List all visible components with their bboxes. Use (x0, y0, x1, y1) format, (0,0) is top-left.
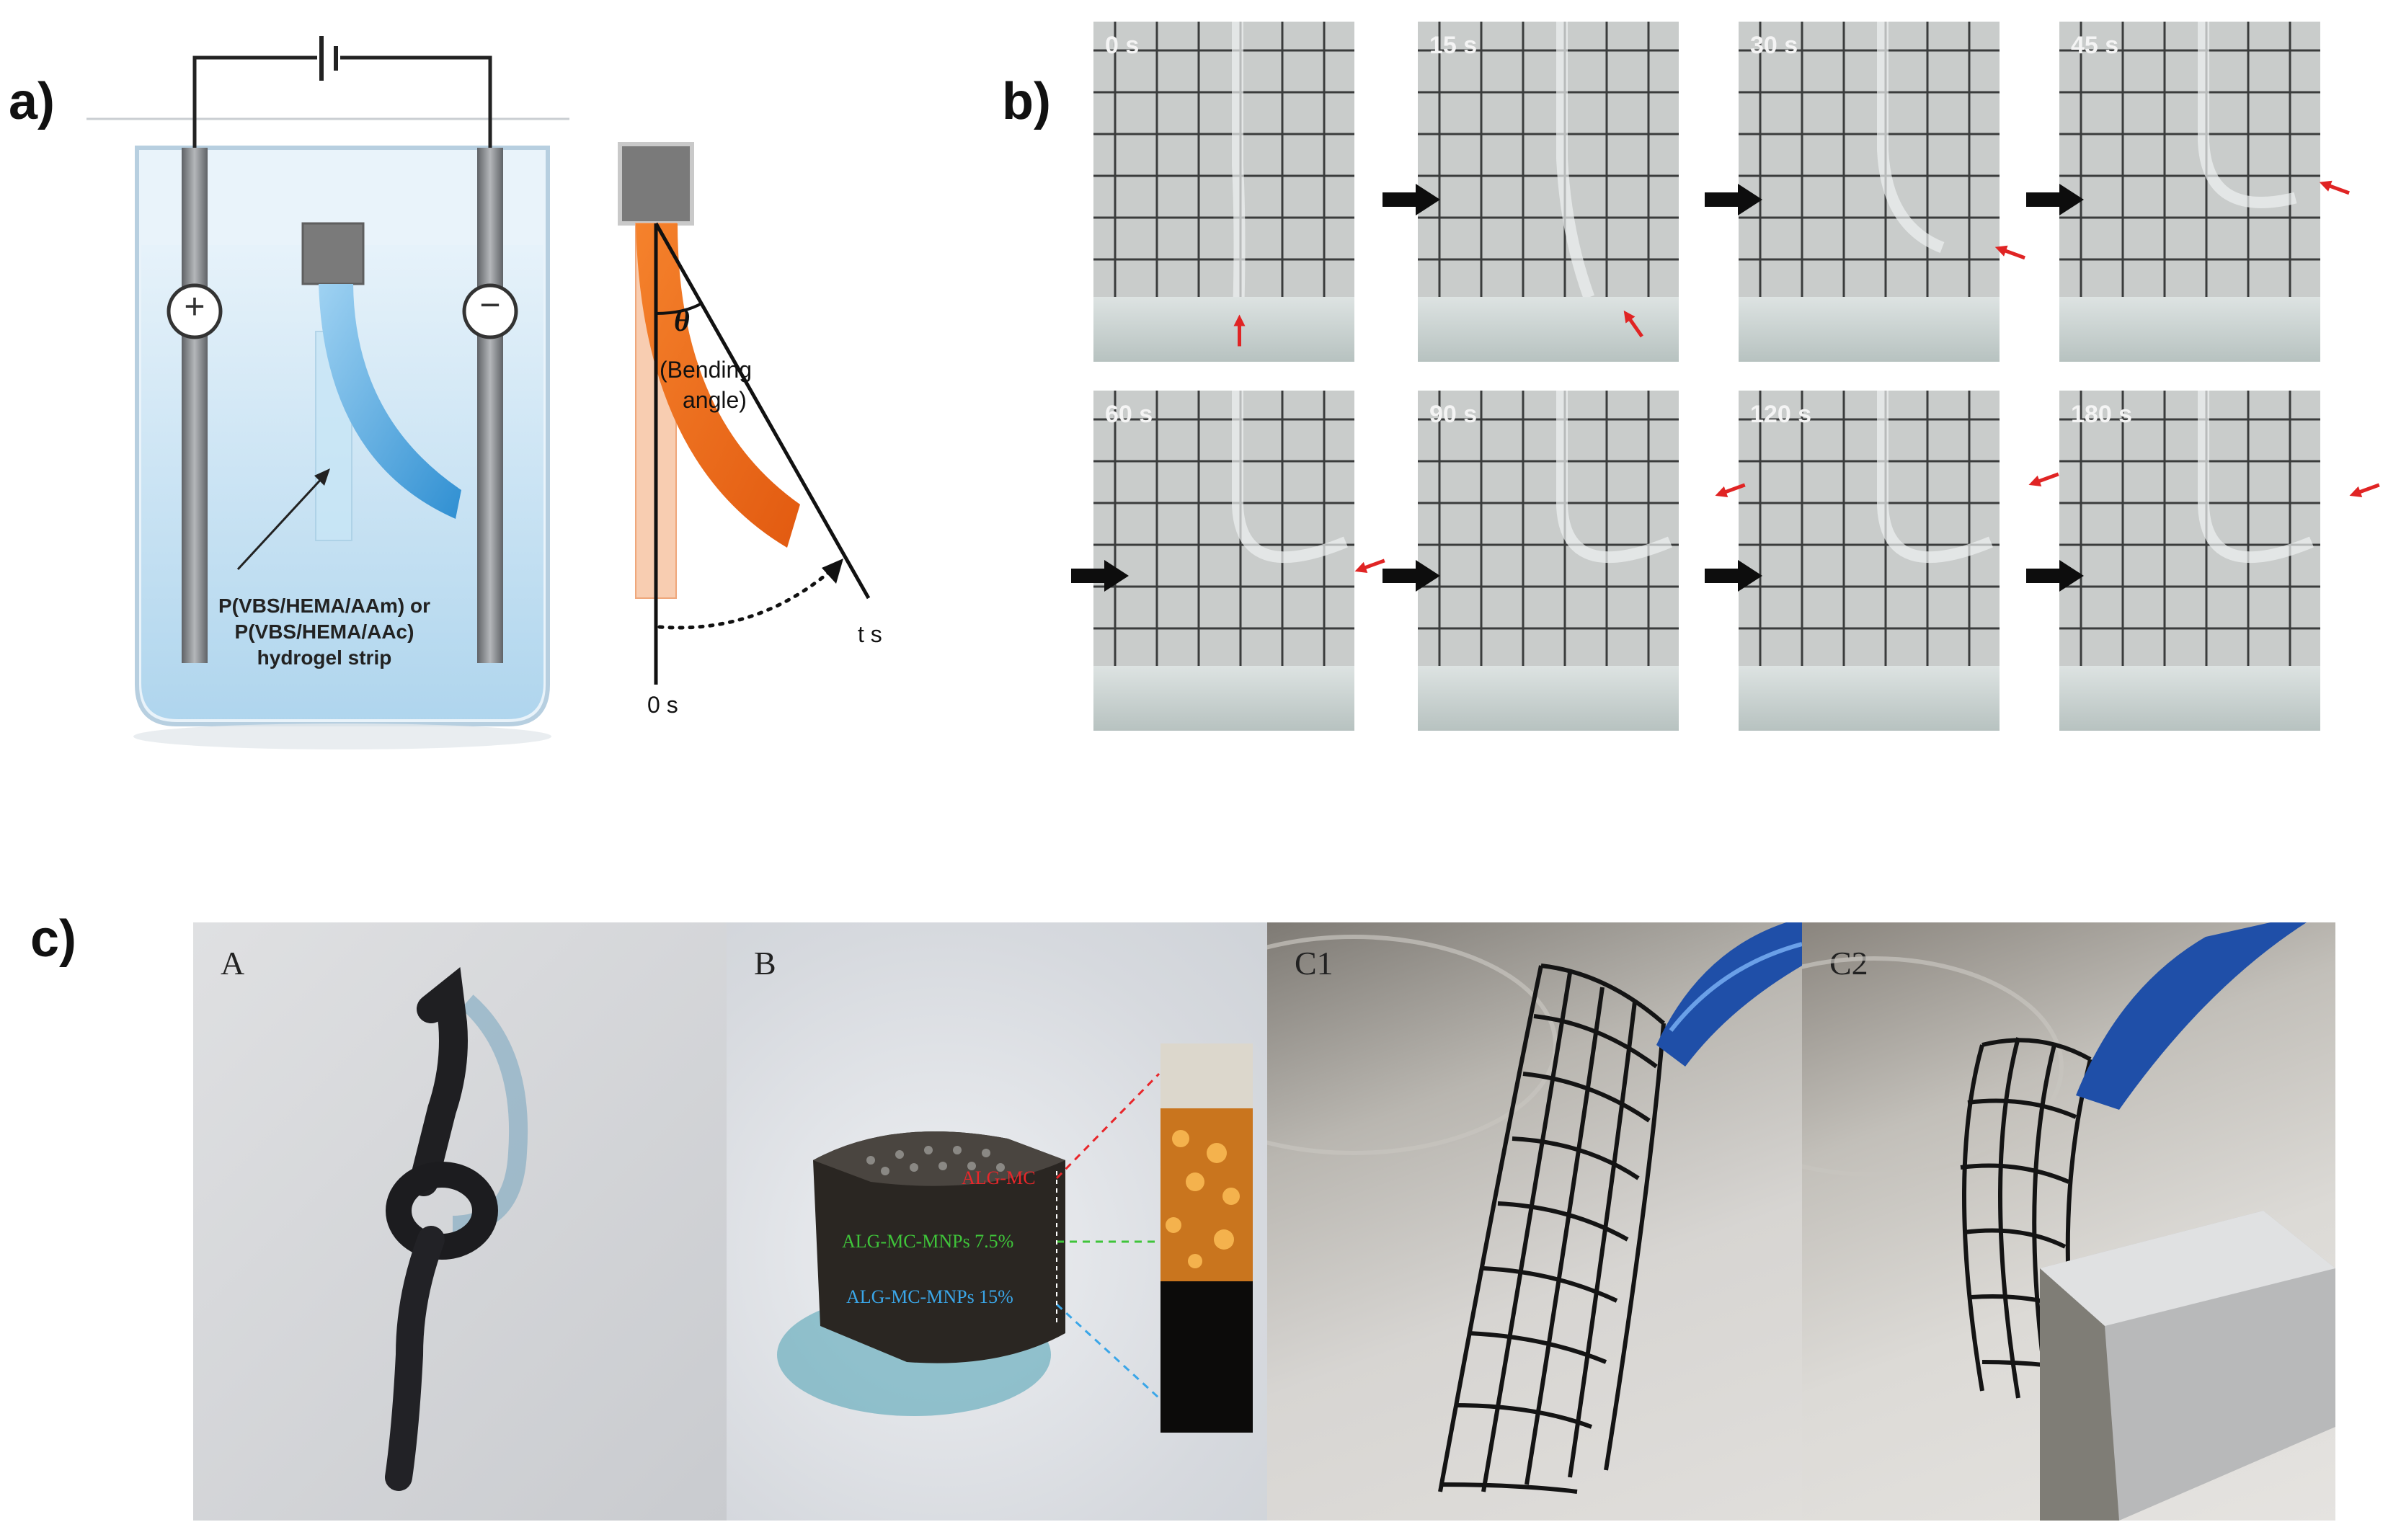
panel-label-b: b) (1002, 73, 1051, 130)
black-arrow-icon (2026, 560, 2084, 595)
water-surface (1093, 666, 1354, 731)
water-surface (1093, 297, 1354, 362)
black-arrow-icon (2026, 184, 2084, 219)
time-end-label: t s (858, 621, 882, 647)
red-tip-arrow-icon (1712, 476, 1747, 502)
strip-caption: P(VBS/HEMA/AAm) or P(VBS/HEMA/AAc) hydro… (173, 593, 476, 671)
time-frame: 15 s (1418, 22, 1679, 362)
time-label: 0 s (1105, 32, 1140, 59)
minus-sign: − (479, 285, 501, 325)
bending-angle-line-2: angle) (683, 387, 747, 413)
panel-label-a: a) (9, 73, 56, 130)
hydrogel-strand (1556, 391, 1673, 564)
water-surface (1739, 666, 2000, 731)
hydrogel-strand (2198, 22, 2297, 208)
time-frame: 120 s (1739, 391, 2000, 731)
time-label: 30 s (1750, 32, 1798, 59)
negative-electrode (477, 148, 503, 663)
photo-b: B ALG-MC ALG-MC-MNPs 7.5% ALG-MC-MNPs 15… (727, 922, 1267, 1521)
red-tip-arrow-icon (1233, 314, 1249, 347)
time-label: 60 s (1105, 401, 1153, 428)
strip-pointer-arrow (236, 474, 326, 571)
grid-background (1093, 391, 1354, 672)
grid-background (1739, 391, 2000, 672)
photo-a: A (193, 922, 727, 1521)
hydrogel-strand (1556, 22, 1595, 300)
strip-caption-line-1: P(VBS/HEMA/AAm) or (218, 595, 430, 617)
photo-a-label: A (221, 945, 245, 982)
time-label: 120 s (1750, 401, 1812, 428)
hydrogel-strand (2198, 391, 2315, 564)
positive-electrode (182, 148, 208, 663)
layer-label-alg-mc-mnps-7-5: ALG-MC-MNPs 7.5% (842, 1231, 1014, 1252)
time-frame: 0 s (1093, 22, 1354, 362)
layer-label-alg-mc: ALG-MC (962, 1167, 1036, 1188)
photo-c1-label: C1 (1295, 945, 1333, 982)
strip-caption-line-2: P(VBS/HEMA/AAc) (234, 620, 414, 643)
black-arrow-icon (1383, 560, 1440, 595)
grid-background (1418, 22, 1679, 303)
layer-label-alg-mc-mnps-15: ALG-MC-MNPs 15% (846, 1286, 1013, 1307)
angle-arc (655, 301, 704, 315)
bending-angle-label: (Bending angle) (660, 355, 752, 415)
hydrogel-strand (1232, 391, 1349, 564)
angle-line (654, 222, 871, 600)
hydrogel-strand (1232, 22, 1246, 339)
bending-clamp (618, 142, 694, 226)
minus-electrode-symbol (462, 283, 518, 339)
photo-c2-label: C2 (1829, 945, 1868, 982)
clamp-block (301, 222, 365, 285)
red-tip-arrow-icon (1619, 305, 1649, 339)
black-arrow-icon (1705, 184, 1762, 219)
time-label: 45 s (2071, 32, 2119, 59)
black-arrow-icon (1071, 560, 1129, 595)
panel-label-c: c) (30, 910, 77, 968)
red-tip-arrow-icon (2346, 476, 2382, 502)
photo-c1: C1 (1267, 922, 1802, 1521)
red-tip-arrow-icon (2025, 466, 2061, 491)
hydrogel-strand (1877, 391, 1994, 564)
strip-caption-line-3: hydrogel strip (257, 646, 392, 669)
water-surface (2059, 297, 2320, 362)
battery-icon (319, 36, 338, 81)
black-arrow-icon (1383, 184, 1440, 219)
red-tip-arrow-icon (1993, 239, 2028, 264)
photo-b-label: B (754, 945, 776, 982)
time-frame: 90 s (1418, 391, 1679, 731)
hydrogel-strand (1877, 22, 1945, 253)
bending-angle-line-1: (Bending (660, 357, 753, 383)
time-frame: 30 s (1739, 22, 2000, 362)
water-surface (2059, 666, 2320, 731)
panel-a-diagram (86, 36, 871, 749)
time-label: 90 s (1429, 401, 1478, 428)
bent-orange-strip (636, 223, 800, 548)
water-surface (1739, 297, 2000, 362)
time-label: 15 s (1429, 32, 1478, 59)
time-arc (657, 567, 835, 630)
bending-schematic (618, 142, 871, 685)
photo-c2: C2 (1802, 922, 2335, 1521)
time-start-label: 0 s (647, 692, 678, 718)
plus-sign: + (184, 286, 205, 326)
time-frame: 45 s (2059, 22, 2320, 362)
time-frame: 180 s (2059, 391, 2320, 731)
water-surface (1418, 666, 1679, 731)
plus-electrode-symbol (167, 283, 223, 339)
theta-symbol: θ (674, 305, 690, 338)
time-label: 180 s (2071, 401, 2133, 428)
time-frame: 60 s (1093, 391, 1354, 731)
black-arrow-icon (1705, 560, 1762, 595)
red-tip-arrow-icon (2317, 174, 2353, 199)
red-tip-arrow-icon (1352, 552, 1387, 577)
bent-hydrogel-strip (319, 284, 461, 519)
circuit-wires (192, 55, 492, 151)
